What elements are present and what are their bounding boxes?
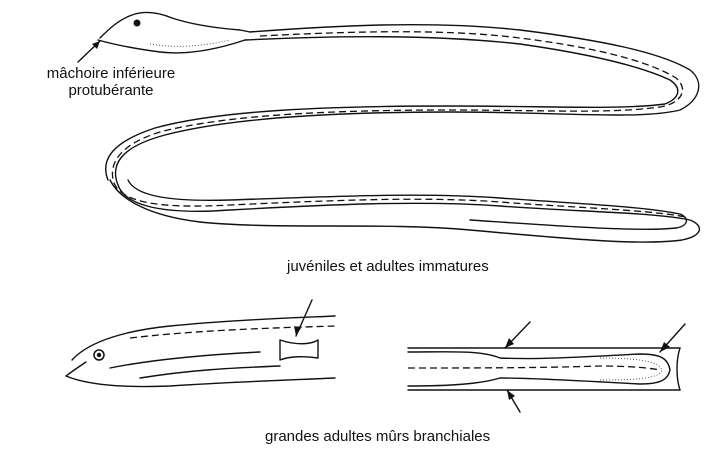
lower-jaw-label: mâchoire inférieure protubérante bbox=[6, 65, 216, 100]
eel-belly-stipple bbox=[150, 40, 230, 46]
eel-body-top bbox=[110, 25, 699, 242]
full-eel-drawing bbox=[98, 12, 699, 242]
eel-body-bottom bbox=[106, 37, 678, 180]
juveniles-caption: juvéniles et adultes immatures bbox=[287, 258, 489, 275]
jaw-pointer-arrow bbox=[78, 41, 100, 62]
eel-head-outline bbox=[100, 12, 250, 38]
adults-caption: grandes adultes mûrs branchiales bbox=[265, 428, 490, 445]
eel-eye bbox=[134, 20, 141, 27]
eel-loop-inner bbox=[128, 180, 686, 229]
adult-body-section-drawing bbox=[408, 322, 685, 412]
eel-lateral-line bbox=[112, 32, 686, 217]
adult-head-drawing bbox=[66, 300, 335, 387]
